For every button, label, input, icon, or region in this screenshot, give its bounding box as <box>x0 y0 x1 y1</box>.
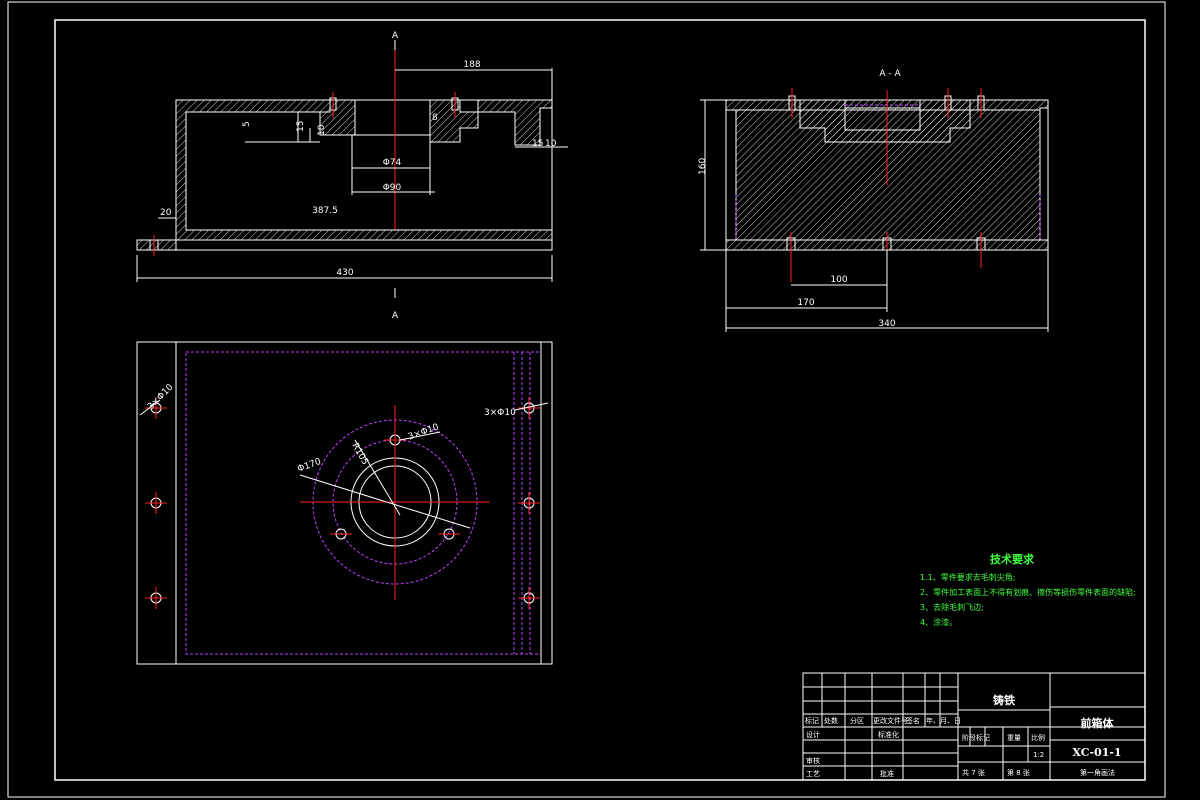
r105-label: R105 <box>349 442 369 467</box>
section-marker-bottom: A <box>392 311 399 321</box>
tb-header-doc: 更改文件号 <box>873 716 908 725</box>
tb-stage-mark: 阶段标记 <box>962 733 990 742</box>
requirements-title: 技术要求 <box>990 552 1035 566</box>
tb-row-check: 审核 <box>806 756 820 765</box>
front-view <box>136 40 568 298</box>
dim-dia90: Φ90 <box>383 183 402 193</box>
dim-5: 5 <box>242 121 252 127</box>
dim-170: 170 <box>797 298 814 308</box>
dim-188: 188 <box>463 60 480 70</box>
dim-160: 160 <box>698 158 708 175</box>
tb-header-date: 年、月、日 <box>926 716 961 725</box>
holes-right-label: 3×Φ10 <box>484 408 516 418</box>
dim-15b: 15 <box>532 139 543 149</box>
dim-100: 100 <box>830 275 847 285</box>
dim-20: 20 <box>160 208 172 218</box>
dim-430: 430 <box>336 268 353 278</box>
tb-header-zone: 分区 <box>850 716 864 725</box>
tb-header-count: 处数 <box>824 716 838 725</box>
section-view <box>700 88 1049 332</box>
tb-scale-label: 比例 <box>1031 733 1045 742</box>
tb-sheet-no: 第 8 张 <box>1007 768 1030 777</box>
outer-border <box>7 1 1166 798</box>
dim-387-5: 387.5 <box>312 206 338 216</box>
tb-header-mark: 标记 <box>805 716 819 725</box>
tb-scale-value: 1:2 <box>1033 751 1044 759</box>
tb-part-name: 前箱体 <box>1081 716 1115 730</box>
tb-row-standard: 标准化 <box>878 730 899 739</box>
dim-dia74: Φ74 <box>383 158 402 168</box>
tb-header-sign: 签名 <box>906 716 920 725</box>
tb-row-design: 设计 <box>806 730 820 739</box>
requirement-item-2: 2、零件加工表面上不得有划痕、擦伤等损伤零件表面的缺陷; <box>920 587 1136 597</box>
tb-material: 铸铁 <box>993 693 1015 707</box>
tb-drawing-no: XC-01-1 <box>1072 746 1121 759</box>
tb-projection: 第一角画法 <box>1080 768 1115 777</box>
section-marker-top: A <box>392 31 399 41</box>
dim-8: 8 <box>432 113 438 123</box>
tb-row-approve: 批准 <box>880 769 894 778</box>
dim-340: 340 <box>878 319 895 329</box>
top-view <box>136 341 553 665</box>
requirement-item-4: 4、涂漆。 <box>920 617 957 627</box>
section-title: A - A <box>879 69 901 79</box>
dim-10a: 10 <box>317 124 327 136</box>
title-block <box>802 672 1146 781</box>
requirement-item-3: 3、去除毛刺飞边; <box>920 602 984 612</box>
inner-border <box>54 19 1146 781</box>
requirement-item-1: 1.1、零件要求去毛刺尖角; <box>920 572 1015 582</box>
tb-row-process: 工艺 <box>806 770 820 778</box>
tb-weight: 重量 <box>1007 734 1021 742</box>
tb-sheets: 共 7 张 <box>962 768 985 777</box>
dim-15a: 15 <box>296 121 306 132</box>
dim-10b: 10 <box>545 139 557 149</box>
